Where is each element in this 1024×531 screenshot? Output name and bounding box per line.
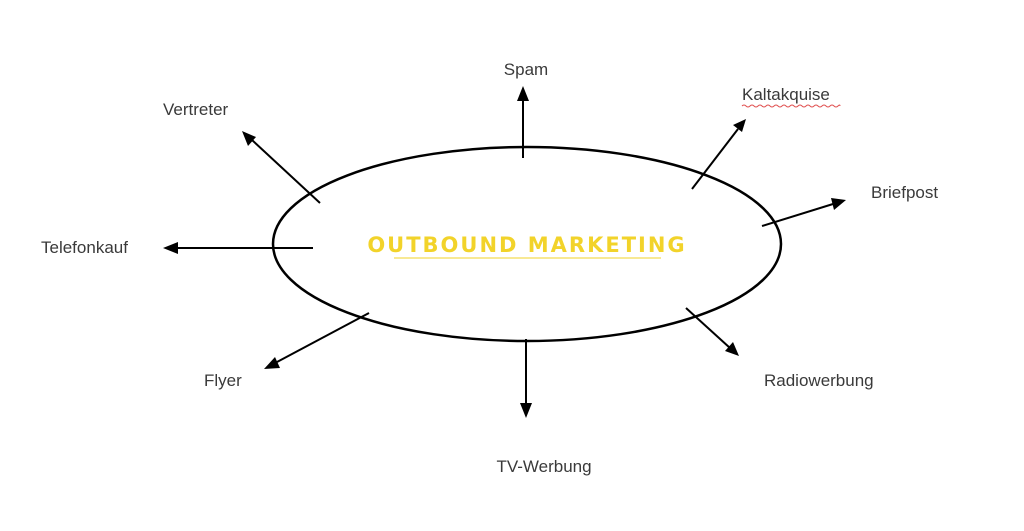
arrow-flyer <box>264 312 370 369</box>
label-telefonkauf: Telefonkauf <box>41 238 128 257</box>
label-spam: Spam <box>504 60 548 79</box>
label-vertreter: Vertreter <box>163 100 229 119</box>
arrow-radiowerbung <box>685 307 739 356</box>
label-briefpost: Briefpost <box>871 183 938 202</box>
label-kaltakquise: Kaltakquise <box>742 85 830 104</box>
label-radiowerbung: Radiowerbung <box>764 371 874 390</box>
label-tv-werbung: TV-Werbung <box>496 457 591 476</box>
arrow-kaltakquise <box>691 119 746 190</box>
spellcheck-underline <box>741 104 841 108</box>
arrow-briefpost <box>761 198 846 227</box>
arrow-spam <box>517 86 529 158</box>
arrow-tv-werbung <box>520 339 532 418</box>
arrow-telefonkauf <box>163 242 313 254</box>
label-flyer: Flyer <box>204 371 242 390</box>
arrow-vertreter <box>242 131 321 204</box>
center-label: OUTBOUND MARKETING <box>367 233 686 257</box>
